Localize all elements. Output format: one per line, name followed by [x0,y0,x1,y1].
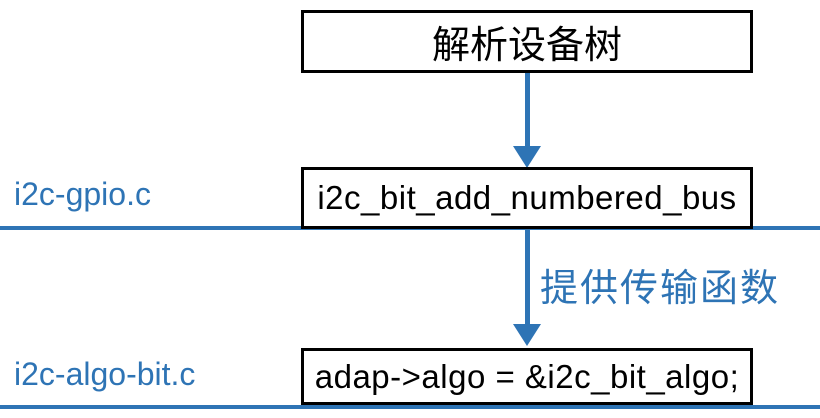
arrow-down-icon [513,324,541,346]
node-i2c-bit-add-numbered-bus: i2c_bit_add_numbered_bus [301,167,753,229]
node-parse-device-tree: 解析设备树 [301,10,753,73]
arrow-line [525,230,530,326]
node-parse-device-tree-label: 解析设备树 [431,23,622,67]
node-i2c-bit-add-numbered-bus-label: i2c_bit_add_numbered_bus [317,179,737,216]
file-label-i2c-algo-bit: i2c-algo-bit.c [14,356,196,392]
section-divider-line-algo-bit [0,405,820,409]
edge-label-provide-transfer-function: 提供传输函数 [540,266,781,310]
arrow-line [525,73,530,149]
arrow-down-icon [513,146,541,168]
file-label-i2c-gpio: i2c-gpio.c [14,176,151,212]
node-adap-algo-assignment: adap->algo = &i2c_bit_algo; [301,348,753,405]
node-adap-algo-assignment-label: adap->algo = &i2c_bit_algo; [314,357,740,395]
